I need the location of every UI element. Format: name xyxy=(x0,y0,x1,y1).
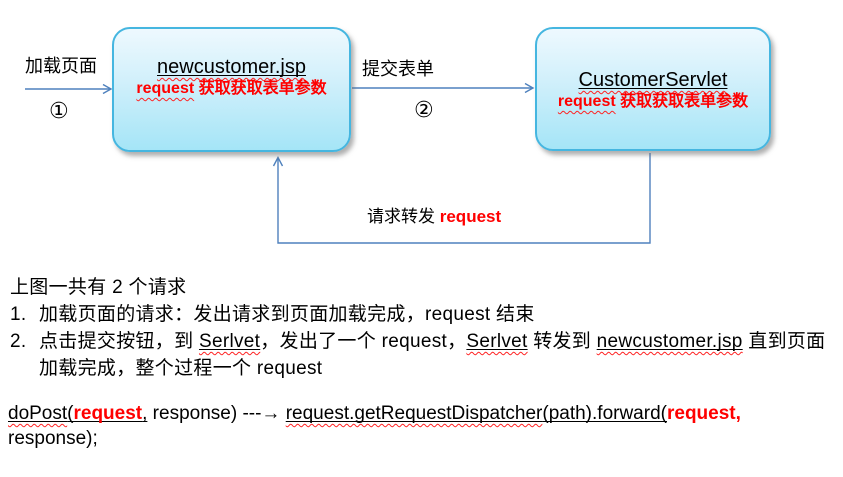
servlet-node: CustomerServlet request 获取获取表单参数 xyxy=(535,27,771,151)
forward-loop-label: 请求转发 request xyxy=(367,207,502,226)
notes-heading: 上图一共有 2 个请求 xyxy=(10,277,187,298)
code-line-2: response); xyxy=(8,428,98,449)
note-body: 加载页面的请求：发出请求到页面加载完成，request 结束 xyxy=(39,304,535,325)
note-item-2: 2. 点击提交按钮，到 Serlvet，发出了一个 request，Serlve… xyxy=(10,328,838,382)
forward-loop-line xyxy=(277,153,651,244)
step-number-1: ① xyxy=(49,99,69,124)
jsp-node-subtitle: request 获取获取表单参数 xyxy=(136,80,327,97)
submit-arrow-label: 提交表单 xyxy=(362,59,434,79)
forward-loop-arrow-head xyxy=(272,156,284,167)
code-snippet: doPost(request, response) ---→ request.g… xyxy=(8,401,838,451)
jsp-page-node: newcustomer.jsp request 获取获取表单参数 xyxy=(112,27,351,152)
load-arrow-head xyxy=(102,83,113,95)
note-item-1: 1. 加载页面的请求：发出请求到页面加载完成，request 结束 xyxy=(10,301,838,328)
servlet-node-subtitle: request 获取获取表单参数 xyxy=(557,93,749,110)
note-number: 2. xyxy=(10,331,27,352)
code-line-1: doPost(request, response) ---→ request.g… xyxy=(8,403,741,424)
note-number: 1. xyxy=(10,304,27,325)
step-number-2: ② xyxy=(414,98,434,123)
jsp-node-title: newcustomer.jsp xyxy=(157,56,306,78)
load-arrow-label: 加载页面 xyxy=(25,56,97,76)
servlet-node-title: CustomerServlet xyxy=(578,69,728,91)
note-body: 点击提交按钮，到 Serlvet，发出了一个 request，Serlvet 转… xyxy=(39,331,826,379)
notes-section: 上图一共有 2 个请求 1. 加载页面的请求：发出请求到页面加载完成，reque… xyxy=(10,274,838,382)
submit-arrow-head xyxy=(524,82,535,94)
